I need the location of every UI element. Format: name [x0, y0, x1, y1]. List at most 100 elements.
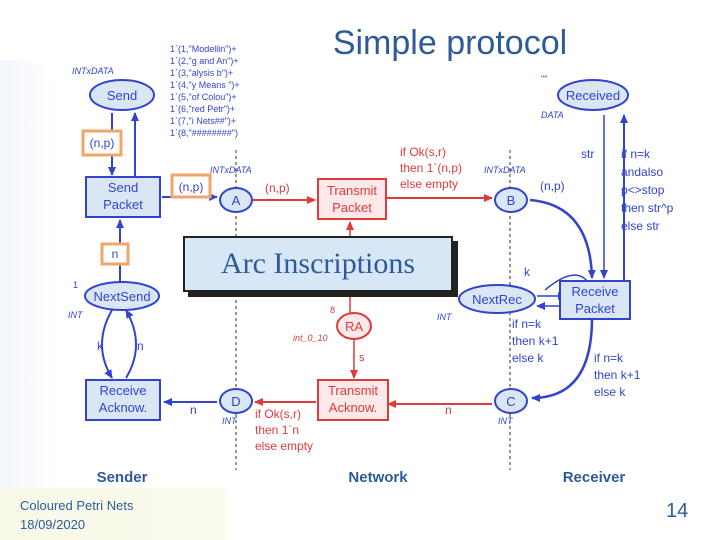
- guard-tp-line3: else empty: [400, 177, 458, 191]
- arc-label-n-nextsend: n: [112, 247, 119, 261]
- rp-k2-line3: else k: [594, 385, 626, 399]
- highlight-np-out: [170, 173, 212, 199]
- section-network: Network: [348, 469, 408, 486]
- transition-receive-packet-line1: Receive: [572, 284, 619, 299]
- rp-str-line3: p<>stop: [621, 183, 665, 197]
- place-next-send-label: NextSend: [93, 289, 150, 304]
- transition-transmit-packet: [317, 178, 387, 220]
- section-sender: Sender: [97, 469, 148, 486]
- rp-k-line3: else k: [512, 351, 544, 365]
- place-c-type: INT: [498, 416, 514, 426]
- place-ra-label: RA: [345, 319, 363, 334]
- arc-label-s: s: [359, 352, 365, 364]
- transition-send-packet-line1: Send: [108, 180, 138, 195]
- footer-subject: Coloured Petri Nets: [20, 498, 134, 513]
- arc-label-np-out: (n,p): [179, 180, 204, 194]
- arc-label-str: str: [581, 147, 594, 161]
- transition-transmit-acknow-line1: Transmit: [328, 383, 378, 398]
- place-b-type: INTxDATA: [484, 165, 526, 175]
- transition-transmit-acknow: [317, 379, 389, 421]
- page-number: 14: [666, 500, 689, 522]
- place-b: [494, 187, 528, 213]
- marking-line-5: 1`(5,"of Colou")+: [170, 92, 237, 102]
- transition-transmit-packet-line1: Transmit: [327, 183, 377, 198]
- guard-ta-line3: else empty: [255, 439, 313, 453]
- transition-receive-packet: [559, 280, 631, 320]
- guard-transmit-packet: if Ok(s,r) then 1`(n,p) else empty: [400, 145, 462, 191]
- place-send-type: INTxDATA: [72, 66, 114, 76]
- place-next-rec-label: NextRec: [472, 292, 522, 307]
- arc-inscriptions-callout: Arc Inscriptions: [183, 236, 453, 292]
- guard-transmit-acknow: if Ok(s,r) then 1`n else empty: [255, 407, 313, 453]
- initial-marking: 1`(1,"Modellin")+ 1`(2,"g and An")+ 1`(3…: [170, 44, 240, 138]
- transition-send-packet-line2: Packet: [103, 197, 143, 212]
- place-next-send-init: 1: [73, 280, 78, 290]
- place-c: [494, 388, 528, 414]
- transition-send-packet: [85, 176, 161, 218]
- place-send: [89, 79, 155, 111]
- rp-str-line1: if n=k: [621, 147, 651, 161]
- place-d-type: INT: [222, 416, 238, 426]
- arc-label-k: k: [97, 339, 104, 353]
- place-ra-type: int_0_10: [293, 333, 328, 343]
- guard-tp-line2: then 1`(n,p): [400, 161, 462, 175]
- rp-k2-line1: if n=k: [594, 351, 624, 365]
- place-received-label: Received: [566, 88, 620, 103]
- arc-label-n-c: n: [445, 403, 452, 417]
- place-a-type: INTxDATA: [210, 165, 252, 175]
- place-b-label: B: [507, 193, 516, 208]
- slide-title: Simple protocol: [332, 24, 568, 62]
- rp-k2-line2: then k+1: [594, 368, 641, 382]
- place-a-label: A: [232, 193, 241, 208]
- place-received-type: DATA: [541, 110, 564, 120]
- rp-str-line5: else str: [621, 219, 660, 233]
- place-ra-init: 8: [330, 305, 335, 315]
- arc-label-n-d: n: [190, 403, 197, 417]
- arc-receivepacket-to-c: [531, 317, 594, 402]
- inscription-receive-str: if n=k andalso p<>stop then str^p else s…: [621, 147, 674, 233]
- rp-str-line2: andalso: [621, 165, 663, 179]
- footer-date: 18/09/2020: [20, 517, 86, 532]
- transition-receive-packet-line2: Packet: [575, 301, 615, 316]
- place-d-label: D: [231, 394, 240, 409]
- marking-line-6: 1`(6,"red Petr")+: [170, 104, 235, 114]
- transition-receive-acknow-line1: Receive: [100, 383, 147, 398]
- rp-k-line2: then k+1: [512, 334, 559, 348]
- place-received-init: "": [541, 74, 547, 84]
- guard-ta-line2: then 1`n: [255, 423, 299, 437]
- arc-nextrec-loop: [544, 274, 589, 291]
- transition-transmit-acknow-line2: Acknow.: [329, 400, 377, 415]
- rp-k-line1: if n=k: [512, 317, 542, 331]
- arc-label-np-a: (n,p): [265, 181, 290, 195]
- arc-label-np-send: (n,p): [90, 136, 115, 150]
- left-decor-band: [0, 60, 58, 500]
- marking-line-3: 1`(3,"alysis b")+: [170, 68, 233, 78]
- transition-receive-acknow: [85, 379, 161, 421]
- place-next-send: [84, 281, 160, 311]
- footer-band: [0, 488, 228, 540]
- marking-line-2: 1`(2,"g and An")+: [170, 56, 239, 66]
- place-next-send-type: INT: [68, 310, 84, 320]
- guard-ta-line1: if Ok(s,r): [255, 407, 301, 421]
- place-ra: [336, 312, 372, 340]
- rp-str-line4: then str^p: [621, 201, 674, 215]
- footer-info: Coloured Petri Nets 18/09/2020: [20, 496, 133, 534]
- arc-b-to-receivepacket: [529, 198, 596, 279]
- marking-line-1: 1`(1,"Modellin")+: [170, 44, 237, 54]
- place-received: [557, 79, 629, 111]
- arc-nextsend-to-receiveacknow: [101, 309, 113, 379]
- arc-label-k-rec: k: [524, 265, 531, 279]
- transition-receive-acknow-line2: Acknow.: [99, 400, 147, 415]
- inscription-receive-k2: if n=k then k+1 else k: [594, 351, 641, 399]
- marking-line-8: 1`(8,"########"): [170, 128, 238, 138]
- highlight-n-nextsend: [100, 242, 130, 266]
- place-a: [219, 187, 253, 213]
- highlight-np-send: [81, 129, 123, 157]
- place-next-rec-type: INT: [437, 312, 453, 322]
- place-next-rec: [458, 284, 536, 314]
- arc-label-np-b: (n,p): [540, 179, 565, 193]
- place-c-label: C: [506, 394, 515, 409]
- place-d: [219, 388, 253, 414]
- marking-line-4: 1`(4,"y Means ")+: [170, 80, 240, 90]
